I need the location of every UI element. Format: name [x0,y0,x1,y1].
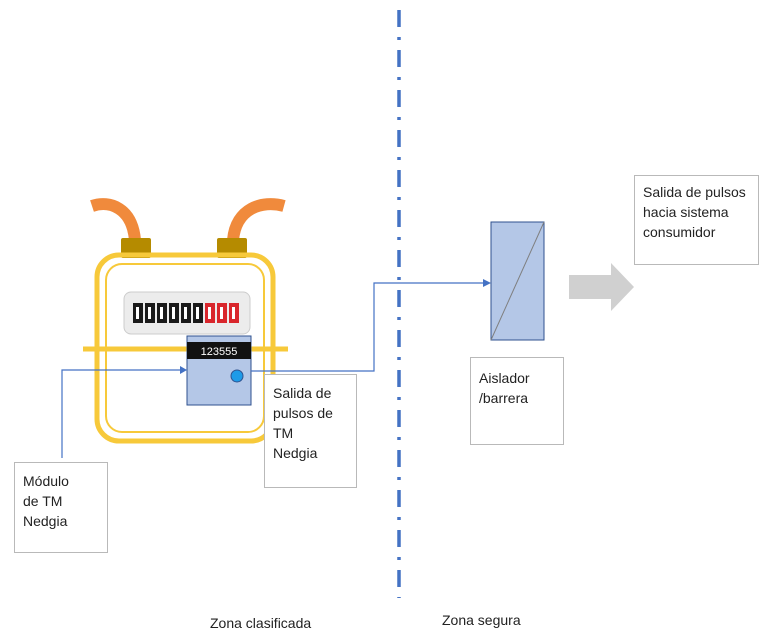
zone-segura-label: Zona segura [442,612,521,628]
wire-tm-to-isolator [251,282,485,372]
gas-meter [83,198,288,444]
meter-outlet-pipe [227,198,286,241]
label-modulo-tm: Módulo de TM Nedgia [14,462,108,553]
counter-drum-digit [148,307,151,319]
output-arrow [569,263,634,311]
wire-isolator-arrowhead [483,279,491,287]
counter-drum-digit [172,307,175,319]
label-salida-consumidor: Salida de pulsos hacia sistema consumido… [634,175,759,265]
zone-clasificada-label: Zona clasificada [210,615,312,631]
tm-module: 123555 [186,335,252,406]
wire-module-to-tm [61,369,183,458]
isolator-diagonal [490,221,545,341]
tm-module-display-text: 123555 [201,346,238,358]
wire-module-arrowhead [180,366,187,374]
counter-drum-digit [220,307,223,319]
label-aislador-barrera: Aislador /barrera [470,357,564,445]
meter-counter-digits [133,303,239,323]
counter-drum-digit [208,307,211,319]
tm-module-led [230,369,244,383]
counter-drum-digit [196,307,199,319]
counter-drum-digit [184,307,187,319]
label-salida-pulsos-tm: Salida de pulsos de TM Nedgia [264,374,357,488]
counter-drum-digit [160,307,163,319]
isolator [490,221,545,341]
meter-inlet-pipe [90,198,141,241]
counter-drum-digit [136,307,139,319]
counter-drum-digit [232,307,235,319]
tm-module-display [187,342,251,359]
